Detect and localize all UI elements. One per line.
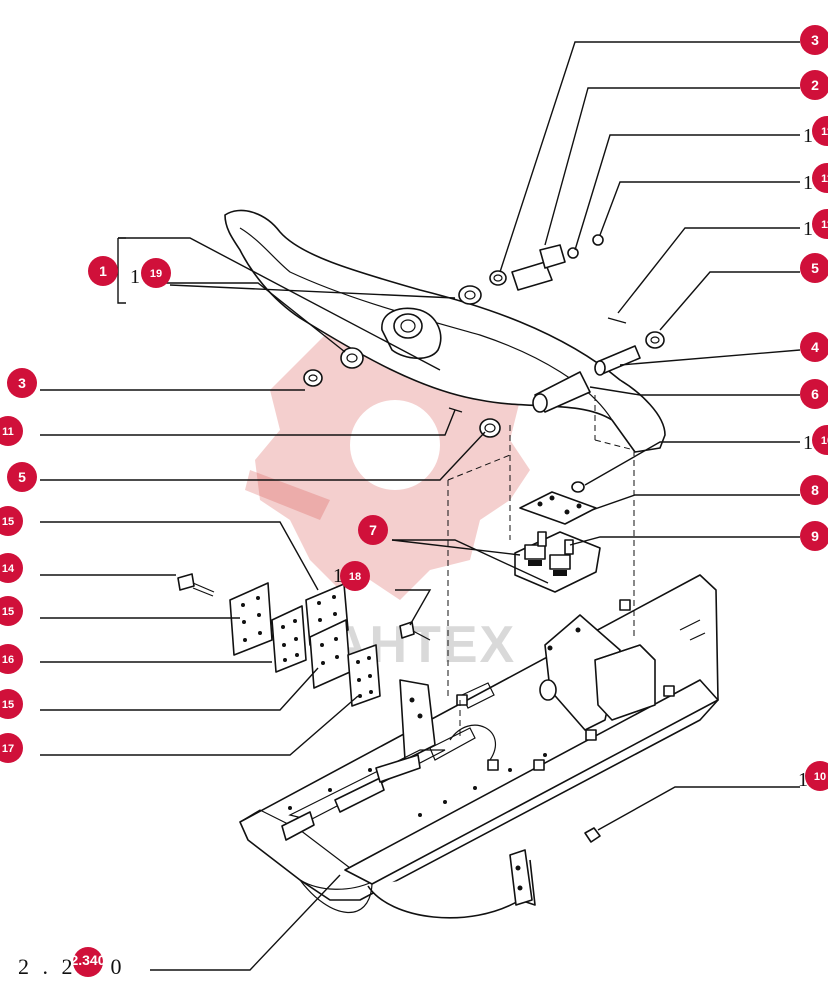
callout-10-b[interactable]: 10 — [805, 761, 828, 791]
svg-text:17: 17 — [2, 743, 14, 755]
svg-text:3: 3 — [811, 32, 819, 48]
callout-5-right[interactable]: 5 — [800, 253, 828, 283]
svg-text:5: 5 — [18, 469, 26, 485]
label-10b-text: 1 — [798, 769, 808, 791]
nut-small — [567, 234, 604, 259]
bolt-mid — [399, 621, 431, 641]
callout-5-left[interactable]: 5 — [7, 462, 37, 492]
callout-3-left[interactable]: 3 — [7, 368, 37, 398]
callout-1[interactable]: 1 — [88, 256, 118, 286]
svg-text:11: 11 — [821, 126, 828, 138]
svg-text:15: 15 — [2, 516, 14, 528]
figure-reference: 2 . 2 4 0 — [18, 954, 126, 979]
svg-text:5: 5 — [811, 260, 819, 276]
svg-text:9: 9 — [811, 528, 819, 544]
svg-text:6: 6 — [811, 386, 819, 402]
callout-11-c[interactable]: 11 — [812, 209, 828, 239]
pad-plate-2 — [271, 605, 307, 673]
svg-text:16: 16 — [2, 654, 14, 666]
washer-right — [645, 331, 665, 349]
label-11c-text: 1 — [803, 218, 813, 240]
callout-9[interactable]: 9 — [800, 521, 828, 551]
svg-text:3: 3 — [18, 375, 26, 391]
bushing-upper — [458, 285, 482, 305]
bolt-left — [177, 573, 215, 597]
svg-text:15: 15 — [2, 699, 14, 711]
callout-2-340[interactable]: 2.340 — [70, 947, 106, 977]
dashed-guides — [447, 395, 635, 740]
svg-text:18: 18 — [349, 571, 361, 583]
pin-upper — [511, 244, 566, 291]
svg-text:1: 1 — [99, 263, 107, 279]
callout-19[interactable]: 19 — [141, 258, 171, 288]
bracket-number: 1 — [130, 266, 140, 288]
label-10a-text: 1 — [803, 432, 813, 454]
pad-plate-5 — [347, 644, 381, 707]
label-11b-text: 1 — [803, 172, 813, 194]
callout-11-a[interactable]: 11 — [812, 116, 828, 146]
callout-15-c[interactable]: 15 — [0, 689, 23, 719]
svg-text:4: 4 — [811, 339, 819, 355]
callout-11-left[interactable]: 11 — [0, 416, 23, 446]
svg-text:2: 2 — [811, 77, 819, 93]
callout-10-a[interactable]: 10 — [812, 425, 828, 455]
pin-right — [594, 345, 641, 376]
leader-lines — [40, 41, 801, 971]
washer-upper — [489, 270, 507, 286]
bushing-left — [340, 347, 364, 369]
callout-8[interactable]: 8 — [800, 475, 828, 505]
callout-2[interactable]: 2 — [800, 70, 828, 100]
svg-text:10: 10 — [821, 435, 828, 447]
pad-plate-1 — [229, 582, 273, 656]
callout-17[interactable]: 17 — [0, 733, 23, 763]
svg-text:19: 19 — [150, 268, 162, 280]
washer-left — [303, 369, 323, 387]
callout-6[interactable]: 6 — [800, 379, 828, 409]
cotter-pin — [448, 317, 627, 413]
callout-14[interactable]: 14 — [0, 553, 23, 583]
callout-4[interactable]: 4 — [800, 332, 828, 362]
callout-18[interactable]: 18 — [340, 561, 370, 591]
label-18-text: 1 — [333, 565, 343, 587]
svg-text:2.340: 2.340 — [70, 952, 105, 968]
svg-text:11: 11 — [821, 219, 828, 231]
pad-plate-4 — [309, 619, 351, 689]
pin-lower — [532, 371, 591, 413]
svg-text:15: 15 — [2, 606, 14, 618]
svg-text:8: 8 — [811, 482, 819, 498]
mount-plate — [519, 481, 597, 525]
callout-15-a[interactable]: 15 — [0, 506, 23, 536]
chassis-frame — [239, 574, 719, 919]
callout-15-b[interactable]: 15 — [0, 596, 23, 626]
callout-11-b[interactable]: 11 — [812, 163, 828, 193]
svg-text:7: 7 — [369, 522, 377, 538]
callout-16[interactable]: 16 — [0, 644, 23, 674]
callout-7[interactable]: 7 — [358, 515, 388, 545]
callout-3-right[interactable]: 3 — [800, 25, 828, 55]
svg-text:11: 11 — [821, 173, 828, 185]
svg-text:11: 11 — [2, 426, 14, 438]
svg-text:14: 14 — [2, 563, 15, 575]
label-11a-text: 1 — [803, 125, 813, 147]
svg-text:10: 10 — [814, 771, 826, 783]
